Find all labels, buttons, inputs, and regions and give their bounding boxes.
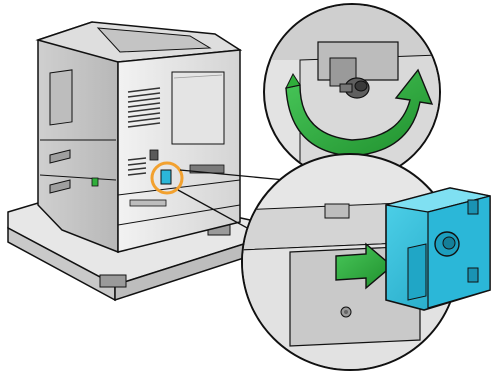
cover-plate-icon (386, 188, 490, 310)
printer-illustration (38, 22, 240, 252)
